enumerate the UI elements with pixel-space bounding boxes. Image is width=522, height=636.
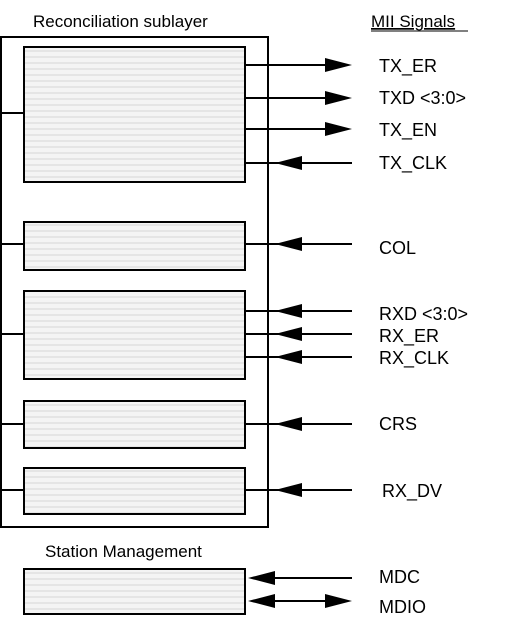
sublayer-title: Reconciliation sublayer xyxy=(33,12,208,31)
signal-tx-er: TX_ER xyxy=(379,56,437,77)
tx-er-arrow xyxy=(245,58,352,72)
rx-dv-arrow xyxy=(245,483,352,497)
mdio-arrow xyxy=(248,594,352,608)
reconciliation-frame xyxy=(0,36,269,528)
mii-signals-header: MII Signals xyxy=(371,12,455,31)
col-arrow xyxy=(245,237,352,251)
rx-er-arrow xyxy=(245,327,352,341)
rx-clk-arrow xyxy=(245,350,352,364)
signal-txd: TXD <3:0> xyxy=(379,88,466,108)
tx-en-arrow xyxy=(245,122,352,136)
station-management-title: Station Management xyxy=(45,542,202,561)
signal-crs: CRS xyxy=(379,414,417,434)
signal-tx-clk: TX_CLK xyxy=(379,153,447,174)
crs-arrow xyxy=(245,417,352,431)
mdc-arrow xyxy=(248,571,352,585)
tx-clk-arrow xyxy=(245,156,352,170)
rx-dv-block xyxy=(23,467,246,515)
signal-mdc: MDC xyxy=(379,567,420,587)
rxd-arrow xyxy=(245,304,352,318)
signal-rxd: RXD <3:0> xyxy=(379,304,468,324)
signal-mdio: MDIO xyxy=(379,597,426,617)
signal-rx-er: RX_ER xyxy=(379,326,439,347)
signal-rx-clk: RX_CLK xyxy=(379,348,449,369)
tx-block xyxy=(23,46,246,183)
station-management-block xyxy=(23,568,246,615)
txd-arrow xyxy=(245,91,352,105)
rx-block xyxy=(23,290,246,380)
signal-tx-en: TX_EN xyxy=(379,120,437,141)
crs-block xyxy=(23,400,246,449)
signal-col: COL xyxy=(379,238,416,258)
signal-rx-dv: RX_DV xyxy=(382,481,442,502)
col-block xyxy=(23,221,246,271)
